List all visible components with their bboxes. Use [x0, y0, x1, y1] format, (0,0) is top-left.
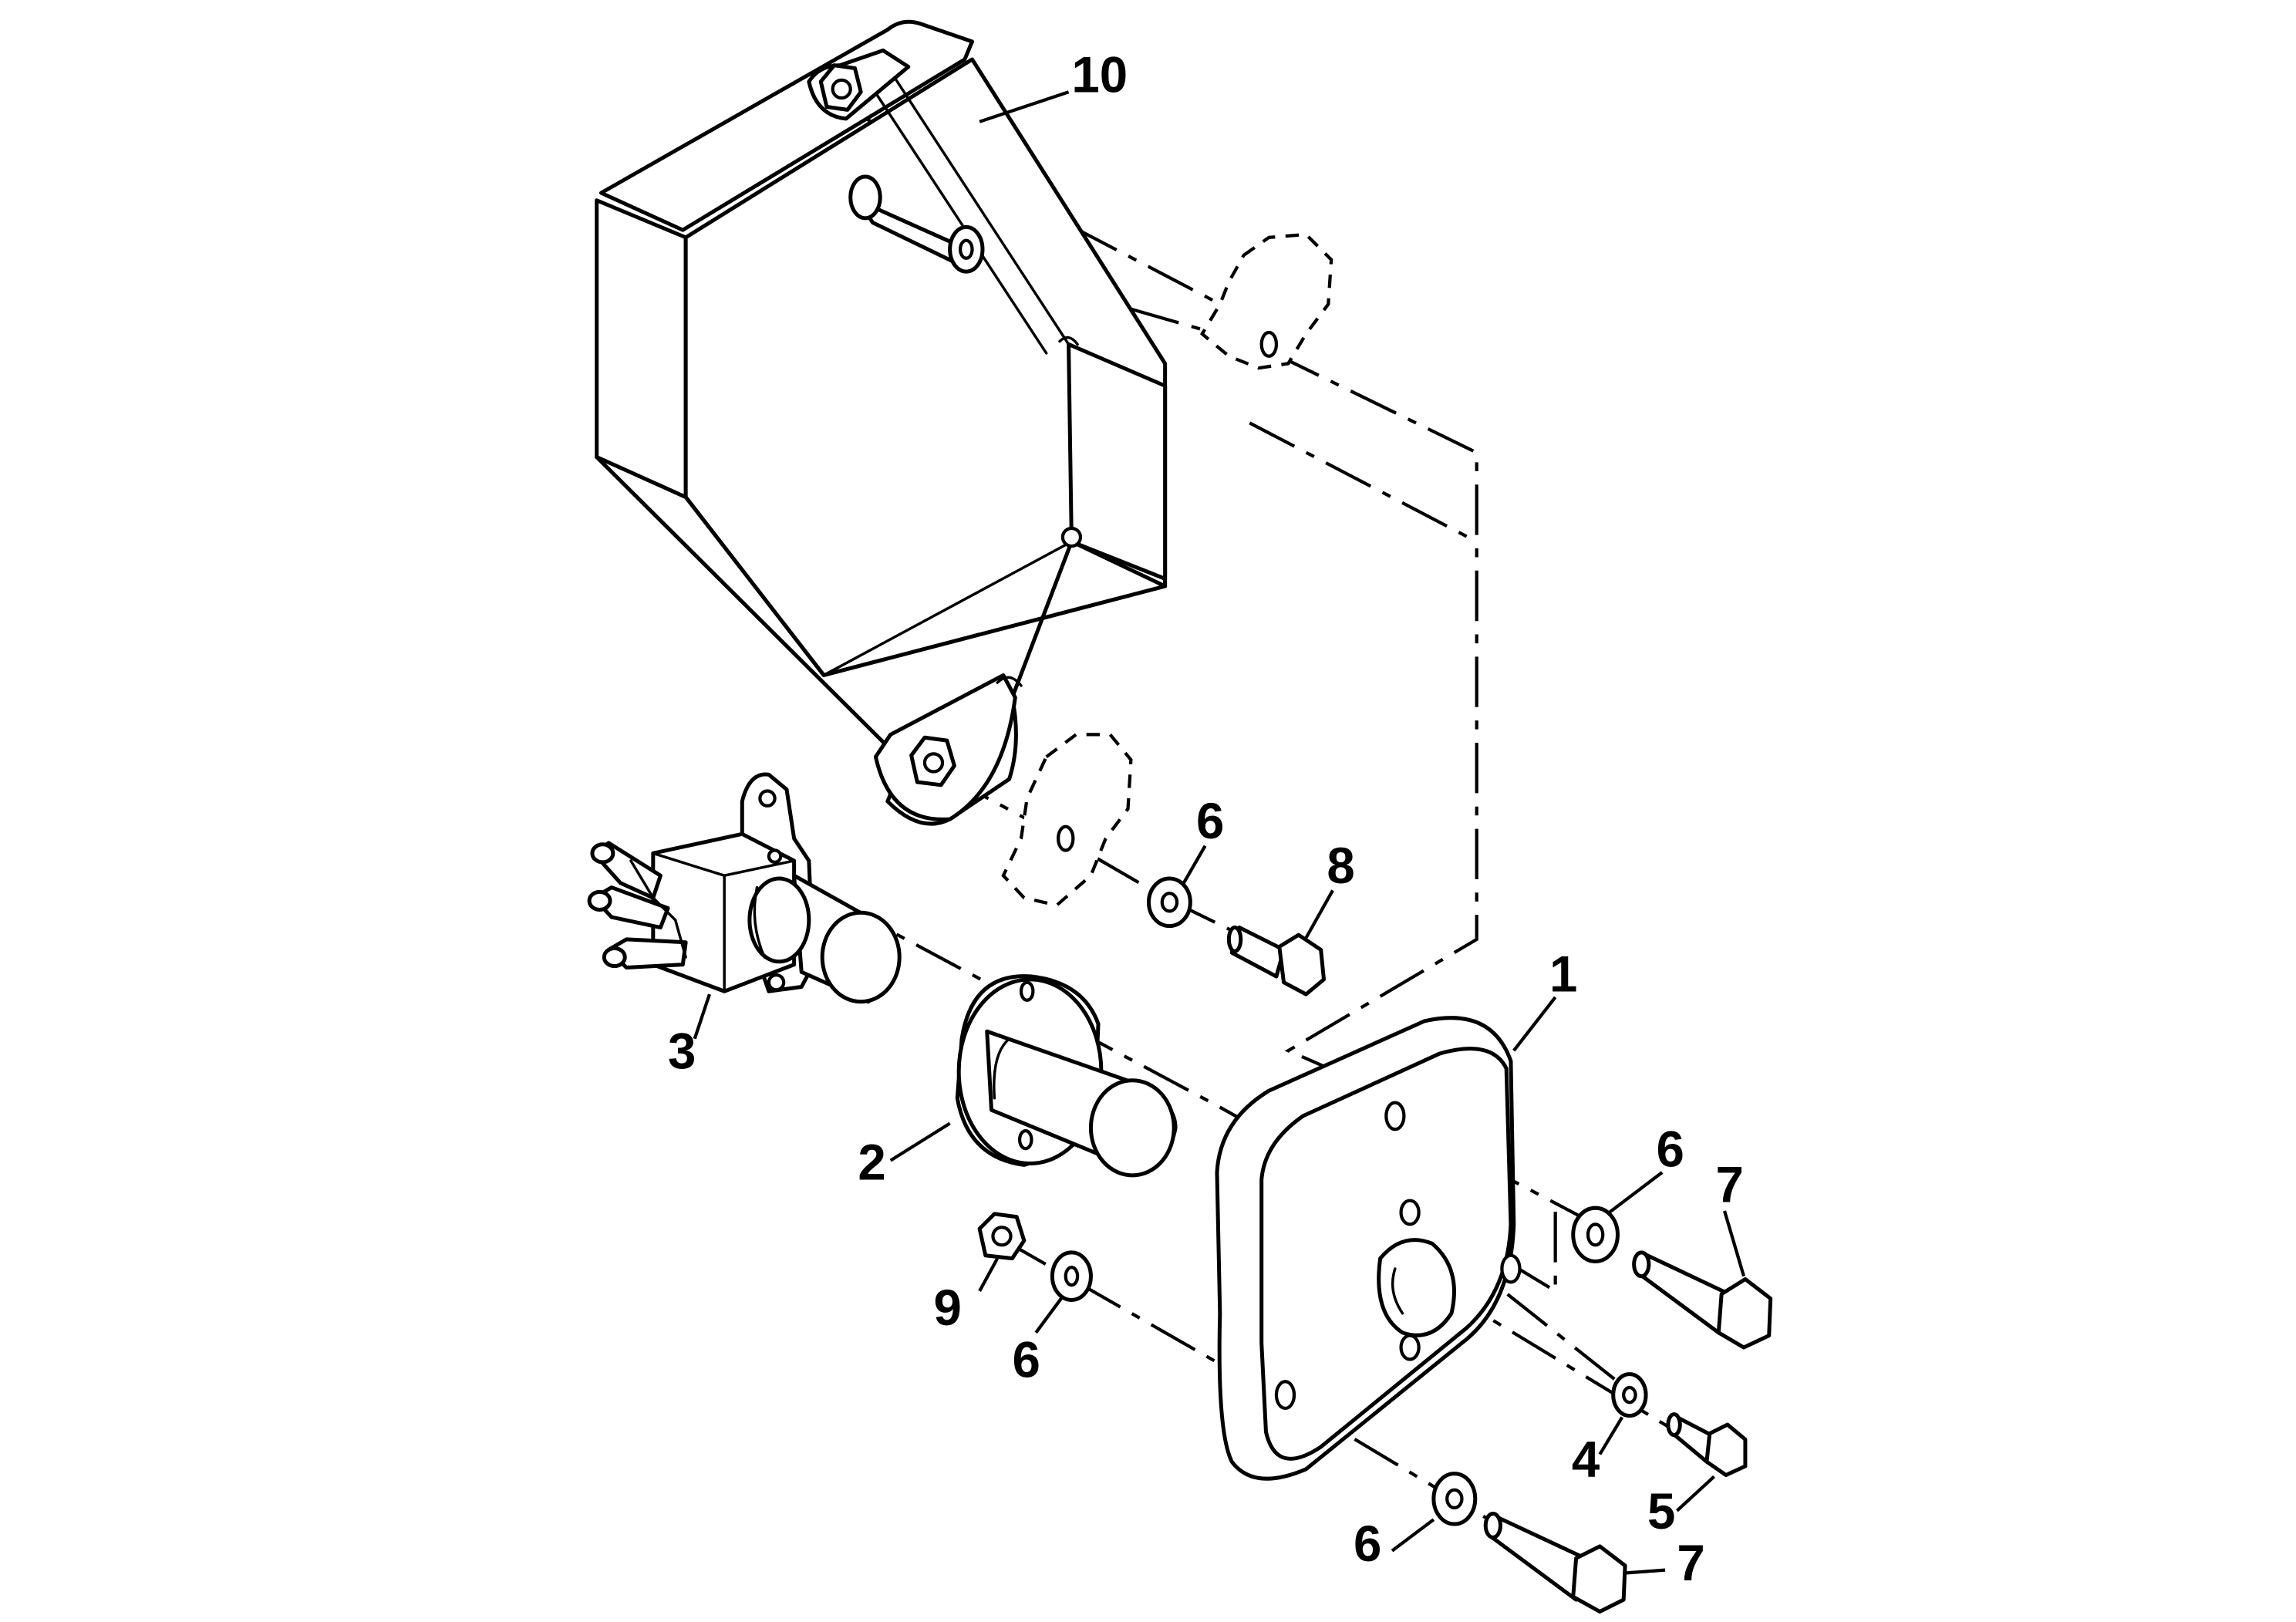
washer-upper [1146, 876, 1192, 929]
leader-lines [693, 90, 1746, 1575]
callout-3: 3 [668, 1023, 696, 1079]
bolt-7-upper [1632, 1250, 1773, 1350]
callout-6-right: 6 [1656, 1121, 1684, 1177]
callout-6-upper: 6 [1196, 793, 1224, 849]
callout-10: 10 [1071, 46, 1128, 103]
callout-labels: 10 1 2 3 6 8 6 7 9 6 4 5 6 7 [668, 46, 1744, 1591]
screw-8 [1226, 926, 1327, 996]
mounting-plate [1215, 1016, 1522, 1481]
callout-9: 9 [933, 1280, 961, 1336]
callout-7-lower: 7 [1677, 1535, 1704, 1591]
callout-7-upper: 7 [1715, 1156, 1743, 1212]
callout-5: 5 [1647, 1483, 1675, 1539]
washer-4 [1611, 1372, 1648, 1418]
callout-6-lower-left: 6 [1012, 1332, 1040, 1388]
bolt-5 [1666, 1412, 1748, 1478]
upper-shim [1199, 232, 1333, 370]
washer-bottom [1431, 1472, 1478, 1526]
guard-cover [595, 19, 1168, 826]
callout-1: 1 [1549, 946, 1577, 1002]
washer-right [1571, 1206, 1620, 1263]
bolt-7-lower [1483, 1512, 1627, 1614]
callout-4: 4 [1572, 1431, 1600, 1487]
callout-6-bottom: 6 [1354, 1516, 1381, 1572]
flanged-sleeve [955, 974, 1178, 1178]
washer-lower-left [1050, 1250, 1093, 1302]
callout-2: 2 [858, 1135, 885, 1191]
switch-assembly [587, 772, 902, 1004]
lower-shim [1001, 733, 1133, 907]
nut-9 [977, 1212, 1027, 1261]
callout-8: 8 [1327, 838, 1354, 894]
